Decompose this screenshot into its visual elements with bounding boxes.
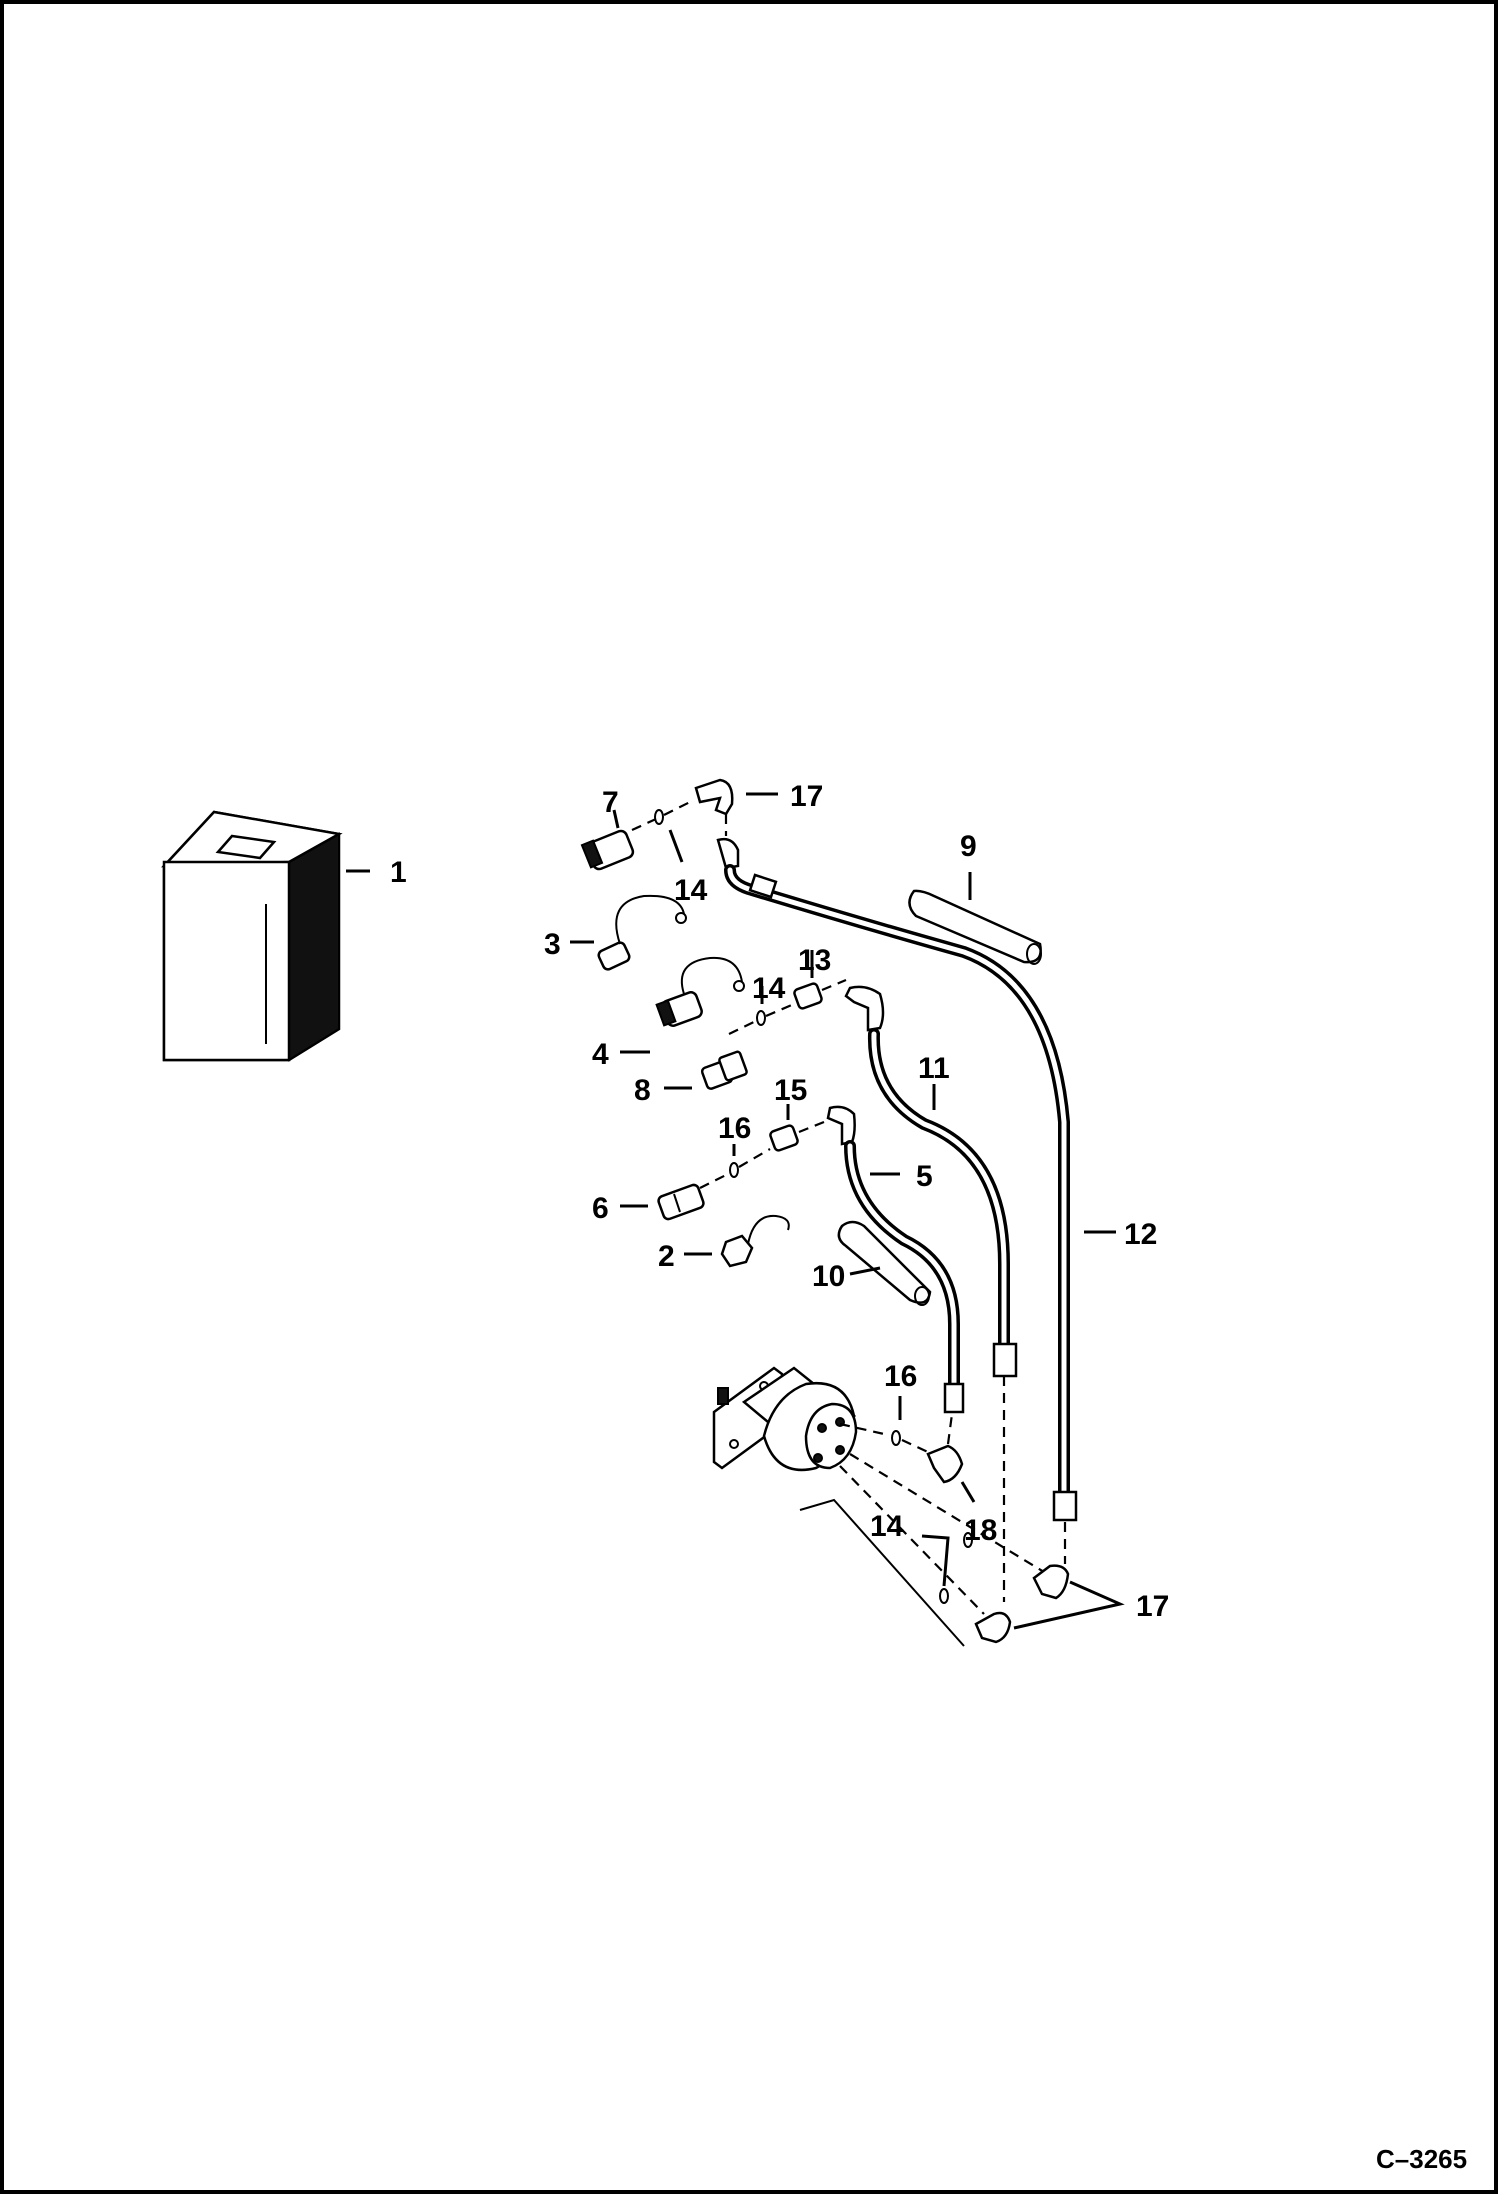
part-2-cap	[684, 1214, 790, 1268]
callout-15: 15	[774, 1074, 807, 1107]
callout-2: 2	[658, 1240, 675, 1273]
part-17-elbows-bottom	[974, 1564, 1125, 1644]
callout-6: 6	[592, 1192, 609, 1225]
oring-14-top	[631, 799, 695, 863]
callout-17-bottom: 17	[1136, 1590, 1169, 1623]
callout-9: 9	[960, 830, 977, 863]
part-13-connector	[793, 950, 847, 1010]
callout-16-mid: 16	[718, 1112, 751, 1145]
part-11-hose	[844, 985, 1018, 1602]
oring-14-mid	[728, 986, 795, 1035]
part-18-elbow	[926, 1413, 976, 1503]
callout-14-mid: 14	[752, 972, 786, 1005]
oring-16-mid	[699, 1144, 771, 1189]
callout-14-top: 14	[674, 874, 708, 907]
part-box	[161, 810, 370, 1062]
part-17-elbow-top	[694, 778, 778, 836]
callout-5: 5	[916, 1160, 933, 1193]
part-3-cap	[570, 894, 687, 971]
part-7-coupler	[580, 809, 635, 871]
callout-16-bottom: 16	[884, 1360, 917, 1393]
drawing-reference: C–3265	[1376, 2144, 1467, 2174]
callout-8: 8	[634, 1074, 651, 1107]
callout-17-top: 17	[790, 780, 823, 813]
callout-12: 12	[1124, 1218, 1157, 1251]
part-4-plug	[620, 956, 745, 1054]
oring-16-bottom	[891, 1396, 929, 1453]
callout-1: 1	[390, 856, 407, 889]
part-9-sleeve	[908, 872, 1042, 965]
callout-18: 18	[964, 1514, 997, 1547]
part-10-sleeve	[837, 1220, 932, 1306]
part-6-coupler	[620, 1183, 705, 1221]
part-motor	[712, 1366, 1045, 1647]
part-15-connector	[769, 1104, 825, 1152]
callout-11: 11	[918, 1052, 950, 1085]
callout-3: 3	[544, 928, 561, 961]
part-12-hose	[716, 837, 1116, 1564]
callout-7: 7	[602, 786, 619, 819]
callout-10: 10	[812, 1260, 845, 1293]
part-8-adapter	[664, 1050, 748, 1090]
callout-13: 13	[798, 944, 831, 977]
callout-4: 4	[592, 1038, 609, 1071]
part-5-hose	[826, 1105, 965, 1414]
parts-diagram: 1 7 14 17 3 12	[161, 778, 1467, 2174]
callout-14-bottom: 14	[870, 1510, 904, 1543]
oring-14-bottom	[921, 1532, 973, 1604]
